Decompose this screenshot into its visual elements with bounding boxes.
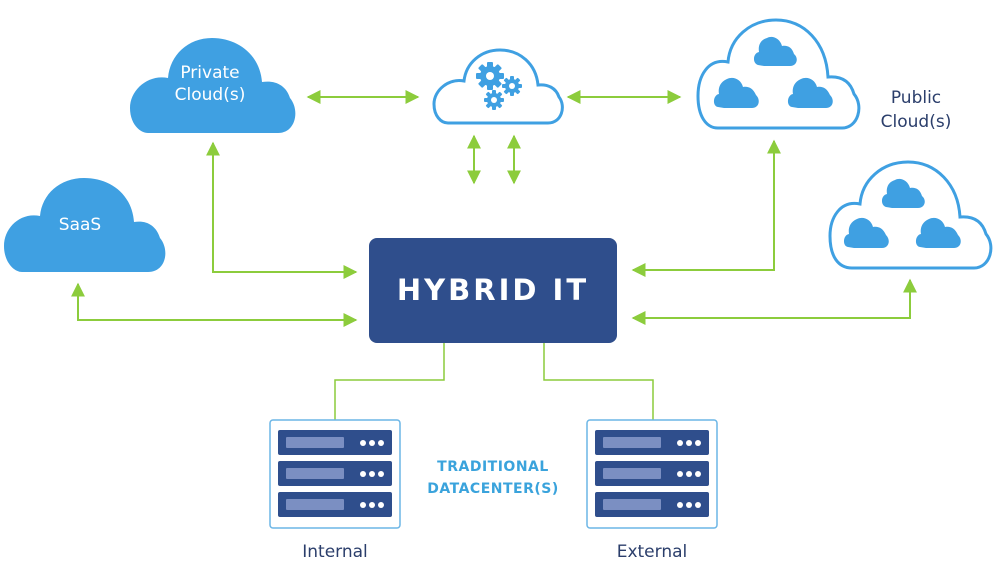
connectors (71, 90, 917, 327)
hybrid-it-label: HYBRID IT (396, 273, 590, 307)
private-cloud-label-line1: Private (180, 63, 240, 83)
internal-label: Internal (302, 542, 368, 562)
arrow-private-hybrid (206, 141, 358, 279)
public-cloud-icon (696, 18, 861, 130)
traditional-label-line2: DATACENTER(S) (427, 481, 559, 497)
private-cloud-label-line2: Cloud(s) (174, 85, 246, 105)
gear-right (502, 76, 522, 96)
public-cloud-label-line1: Public (890, 88, 942, 108)
mini-clouds-bottom (843, 178, 961, 248)
arrow-saas-hybrid (71, 282, 358, 327)
public-cloud-label: Public Cloud(s) (866, 86, 966, 134)
private-cloud-icon (130, 38, 296, 133)
arrow-public-hybrid (631, 139, 781, 277)
public-cloud-label-line2: Cloud(s) (880, 112, 952, 132)
hybrid-it-box (369, 238, 617, 343)
public-cloud-2-icon (828, 160, 993, 270)
link-hybrid-internal (334, 343, 445, 420)
traditional-label-line1: TRADITIONAL (437, 459, 549, 475)
saas-cloud-icon (4, 178, 166, 272)
arrow-public2-hybrid (631, 278, 917, 325)
saas-label: SaaS (58, 215, 102, 235)
gear-large (476, 62, 504, 90)
link-hybrid-external (543, 343, 654, 420)
internal-server-rack-icon (269, 419, 401, 529)
external-label: External (616, 542, 688, 562)
private-cloud-label: Private Cloud(s) (160, 62, 260, 106)
gear-bottom (484, 90, 504, 110)
datacenter-links (334, 343, 654, 420)
external-server-rack-icon (586, 419, 718, 529)
gears-icon (476, 62, 522, 110)
traditional-datacenter-label: TRADITIONAL DATACENTER(S) (410, 456, 576, 500)
mini-clouds-top (713, 36, 833, 108)
